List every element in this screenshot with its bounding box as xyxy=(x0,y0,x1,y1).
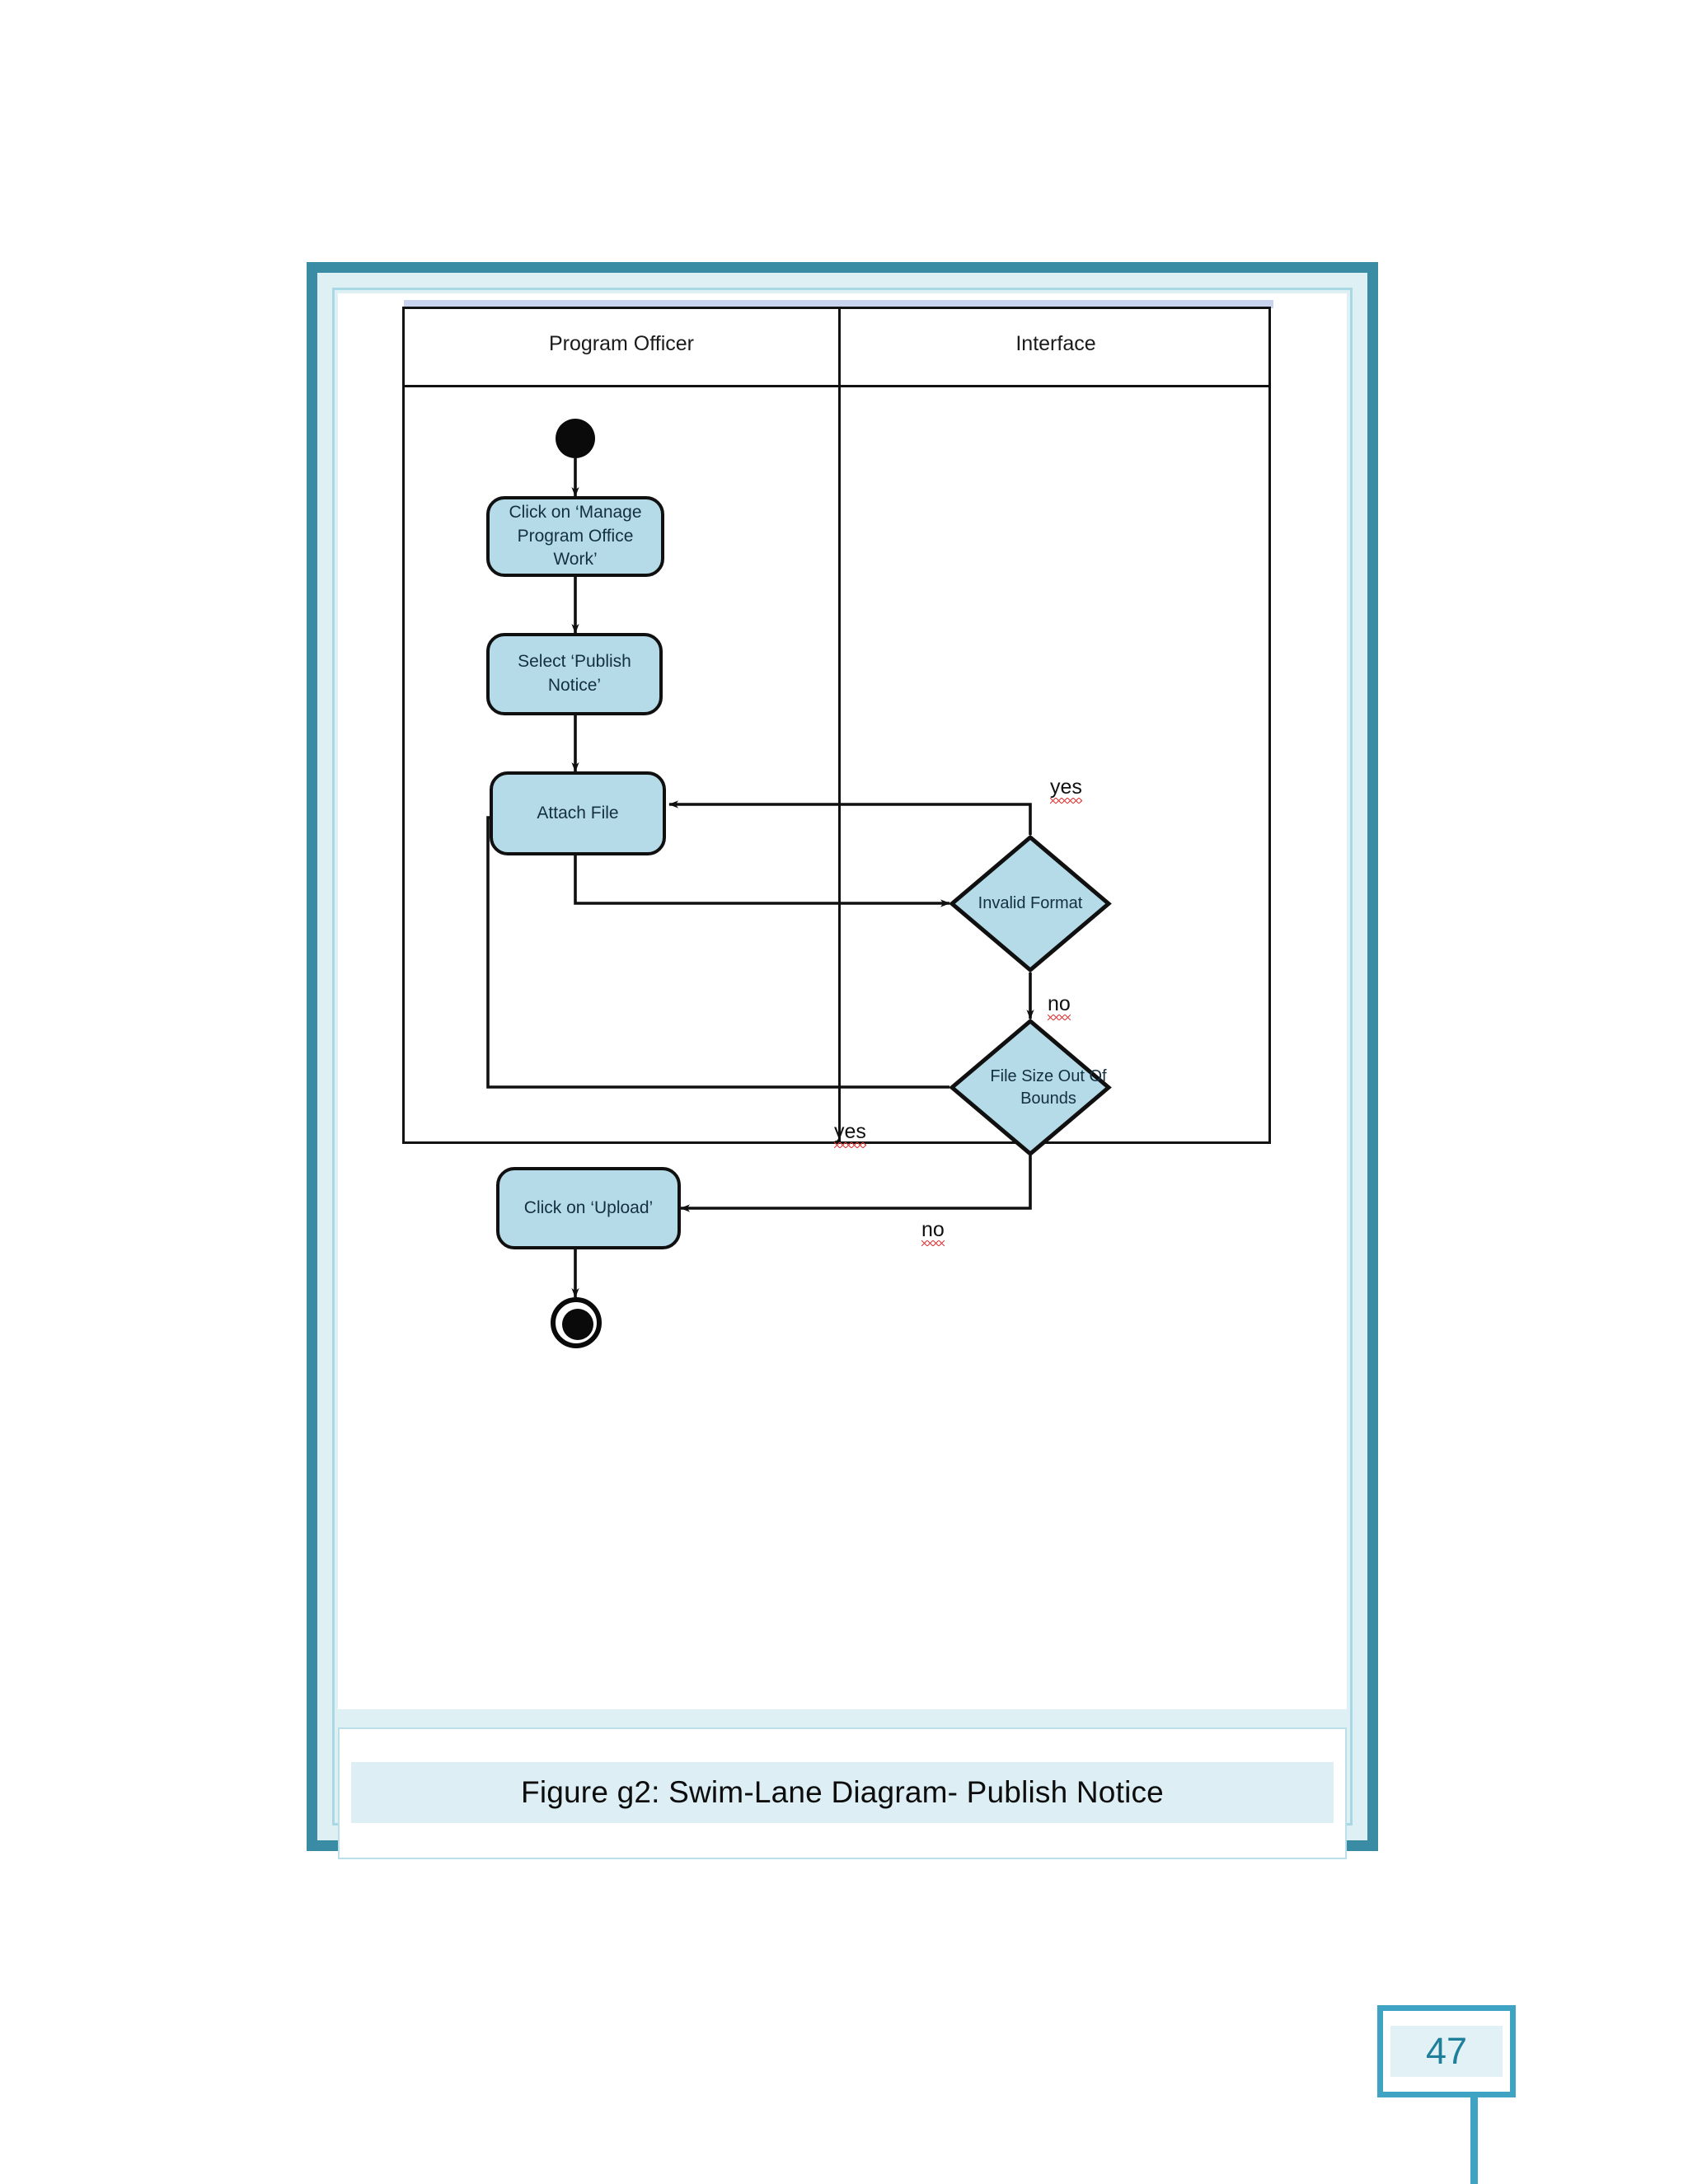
edge-filesize-yes-to-attach xyxy=(486,813,950,1089)
page-number-fill: 47 xyxy=(1390,2026,1503,2077)
figure-caption-text: Figure g2: Swim-Lane Diagram- Publish No… xyxy=(521,1775,1164,1809)
figure-caption-card: Figure g2: Swim-Lane Diagram- Publish No… xyxy=(338,1727,1347,1859)
activity-select-publish-notice[interactable]: Select ‘Publish Notice’ xyxy=(486,633,663,715)
activity-click-manage-program-office-work[interactable]: Click on ‘Manage Program Office Work’ xyxy=(486,496,664,577)
activity-click-upload[interactable]: Click on ‘Upload’ xyxy=(496,1167,681,1249)
final-node xyxy=(551,1297,602,1348)
page-number-badge: 47 xyxy=(1377,2005,1516,2097)
spellcheck-underline-icon xyxy=(834,1142,866,1148)
diagram-canvas: Program Officer Interface xyxy=(338,293,1347,1709)
page-border-frame: Program Officer Interface xyxy=(307,262,1378,1859)
final-node-core xyxy=(562,1309,593,1340)
edge-invalid-yes-to-attach xyxy=(668,800,1032,835)
lane-header-rule xyxy=(405,385,1268,387)
decision-file-size-out-of-bounds[interactable]: File Size Out Of Bounds xyxy=(949,1018,1112,1157)
edge-label-file-size-yes: yes xyxy=(834,1120,866,1148)
spellcheck-underline-icon xyxy=(1050,798,1082,804)
initial-node xyxy=(556,419,595,458)
page-number-stem xyxy=(1470,2097,1478,2184)
spellcheck-underline-icon xyxy=(921,1240,945,1246)
decision-invalid-format[interactable]: Invalid Format xyxy=(949,834,1112,973)
edge-label-invalid-format-yes: yes xyxy=(1050,776,1082,804)
edge-attach-to-invalid xyxy=(574,855,950,907)
figure-caption-strip: Figure g2: Swim-Lane Diagram- Publish No… xyxy=(351,1762,1334,1823)
spellcheck-underline-icon xyxy=(1048,1015,1071,1020)
edge-filesize-no-to-upload xyxy=(680,1155,1032,1212)
lane-header-interface: Interface xyxy=(1015,332,1096,355)
edge-label-text: no xyxy=(1048,992,1071,1015)
page-number-text: 47 xyxy=(1425,2030,1468,2072)
lane-divider xyxy=(838,309,841,1141)
edge-label-text: yes xyxy=(834,1120,866,1143)
swimlane-table: Program Officer Interface xyxy=(402,307,1271,1144)
lane-table-shadow xyxy=(404,300,1273,308)
edge-label-text: yes xyxy=(1050,776,1082,799)
edge-label-text: no xyxy=(921,1218,945,1241)
activity-attach-file[interactable]: Attach File xyxy=(490,771,666,855)
edge-label-file-size-no: no xyxy=(921,1218,945,1246)
lane-header-program-officer: Program Officer xyxy=(549,332,694,355)
edge-label-invalid-format-no: no xyxy=(1048,992,1071,1020)
